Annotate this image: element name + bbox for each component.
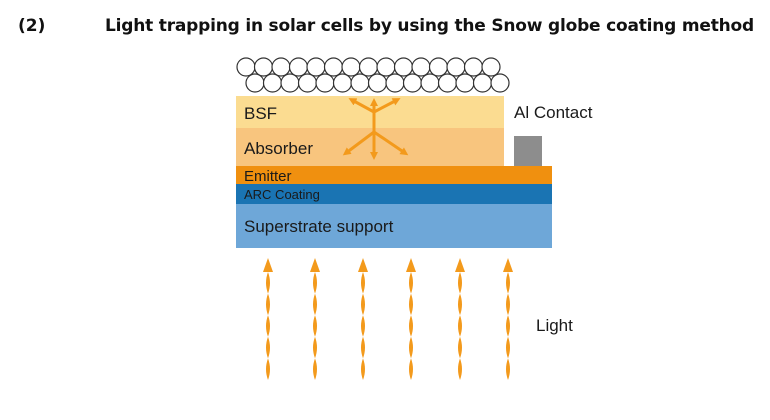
sphere <box>332 73 353 93</box>
absorber-label: Absorber <box>244 139 313 158</box>
sphere <box>262 73 283 93</box>
sphere <box>280 73 300 93</box>
sphere <box>402 73 423 93</box>
sphere <box>323 57 344 77</box>
sphere <box>306 57 326 77</box>
light-arrow-head <box>406 258 416 272</box>
bsf-label: BSF <box>244 104 277 123</box>
light-arrow-head <box>263 258 273 272</box>
sphere <box>376 57 396 77</box>
sphere <box>245 73 265 93</box>
figure-number: (2) <box>18 16 46 36</box>
sphere <box>463 57 484 77</box>
sphere <box>428 57 449 77</box>
light-arrow-body <box>313 272 317 380</box>
sphere <box>472 73 493 93</box>
sphere <box>236 57 256 77</box>
superstrate-label: Superstrate support <box>244 217 394 236</box>
sphere <box>253 57 274 77</box>
sphere <box>358 57 379 77</box>
sphere <box>315 73 335 93</box>
sphere <box>350 73 370 93</box>
sphere <box>455 73 475 93</box>
light-arrow-head <box>455 258 465 272</box>
sphere <box>341 57 361 77</box>
light-arrow-body <box>361 272 365 380</box>
light-arrow-head <box>310 258 320 272</box>
arc-coating-label: ARC Coating <box>244 187 320 202</box>
light-arrow-body <box>409 272 413 380</box>
sphere <box>367 73 388 93</box>
arc-coating-layer <box>236 184 552 204</box>
sphere <box>490 73 510 93</box>
light-arrow-body <box>458 272 462 380</box>
sphere <box>393 57 414 77</box>
sphere-coating <box>236 57 510 93</box>
sphere <box>446 57 466 77</box>
emitter-layer <box>236 166 552 184</box>
sphere <box>420 73 440 93</box>
sphere <box>297 73 318 93</box>
sphere <box>385 73 405 93</box>
al-contact <box>514 136 542 166</box>
scattered-light-arrows <box>342 98 409 160</box>
sphere <box>437 73 458 93</box>
light-label: Light <box>536 316 573 335</box>
sphere <box>271 57 291 77</box>
light-arrow-head <box>358 258 368 272</box>
emitter-label: Emitter <box>244 168 292 185</box>
superstrate-layer <box>236 204 552 248</box>
light-arrow-body <box>266 272 270 380</box>
light-arrow-head <box>503 258 513 272</box>
sphere <box>481 57 501 77</box>
incoming-light-arrows <box>263 258 513 380</box>
figure-title: Light trapping in solar cells by using t… <box>105 16 754 36</box>
light-arrow-body <box>506 272 510 380</box>
sphere <box>288 57 309 77</box>
sphere <box>411 57 431 77</box>
al-contact-label: Al Contact <box>514 103 593 122</box>
